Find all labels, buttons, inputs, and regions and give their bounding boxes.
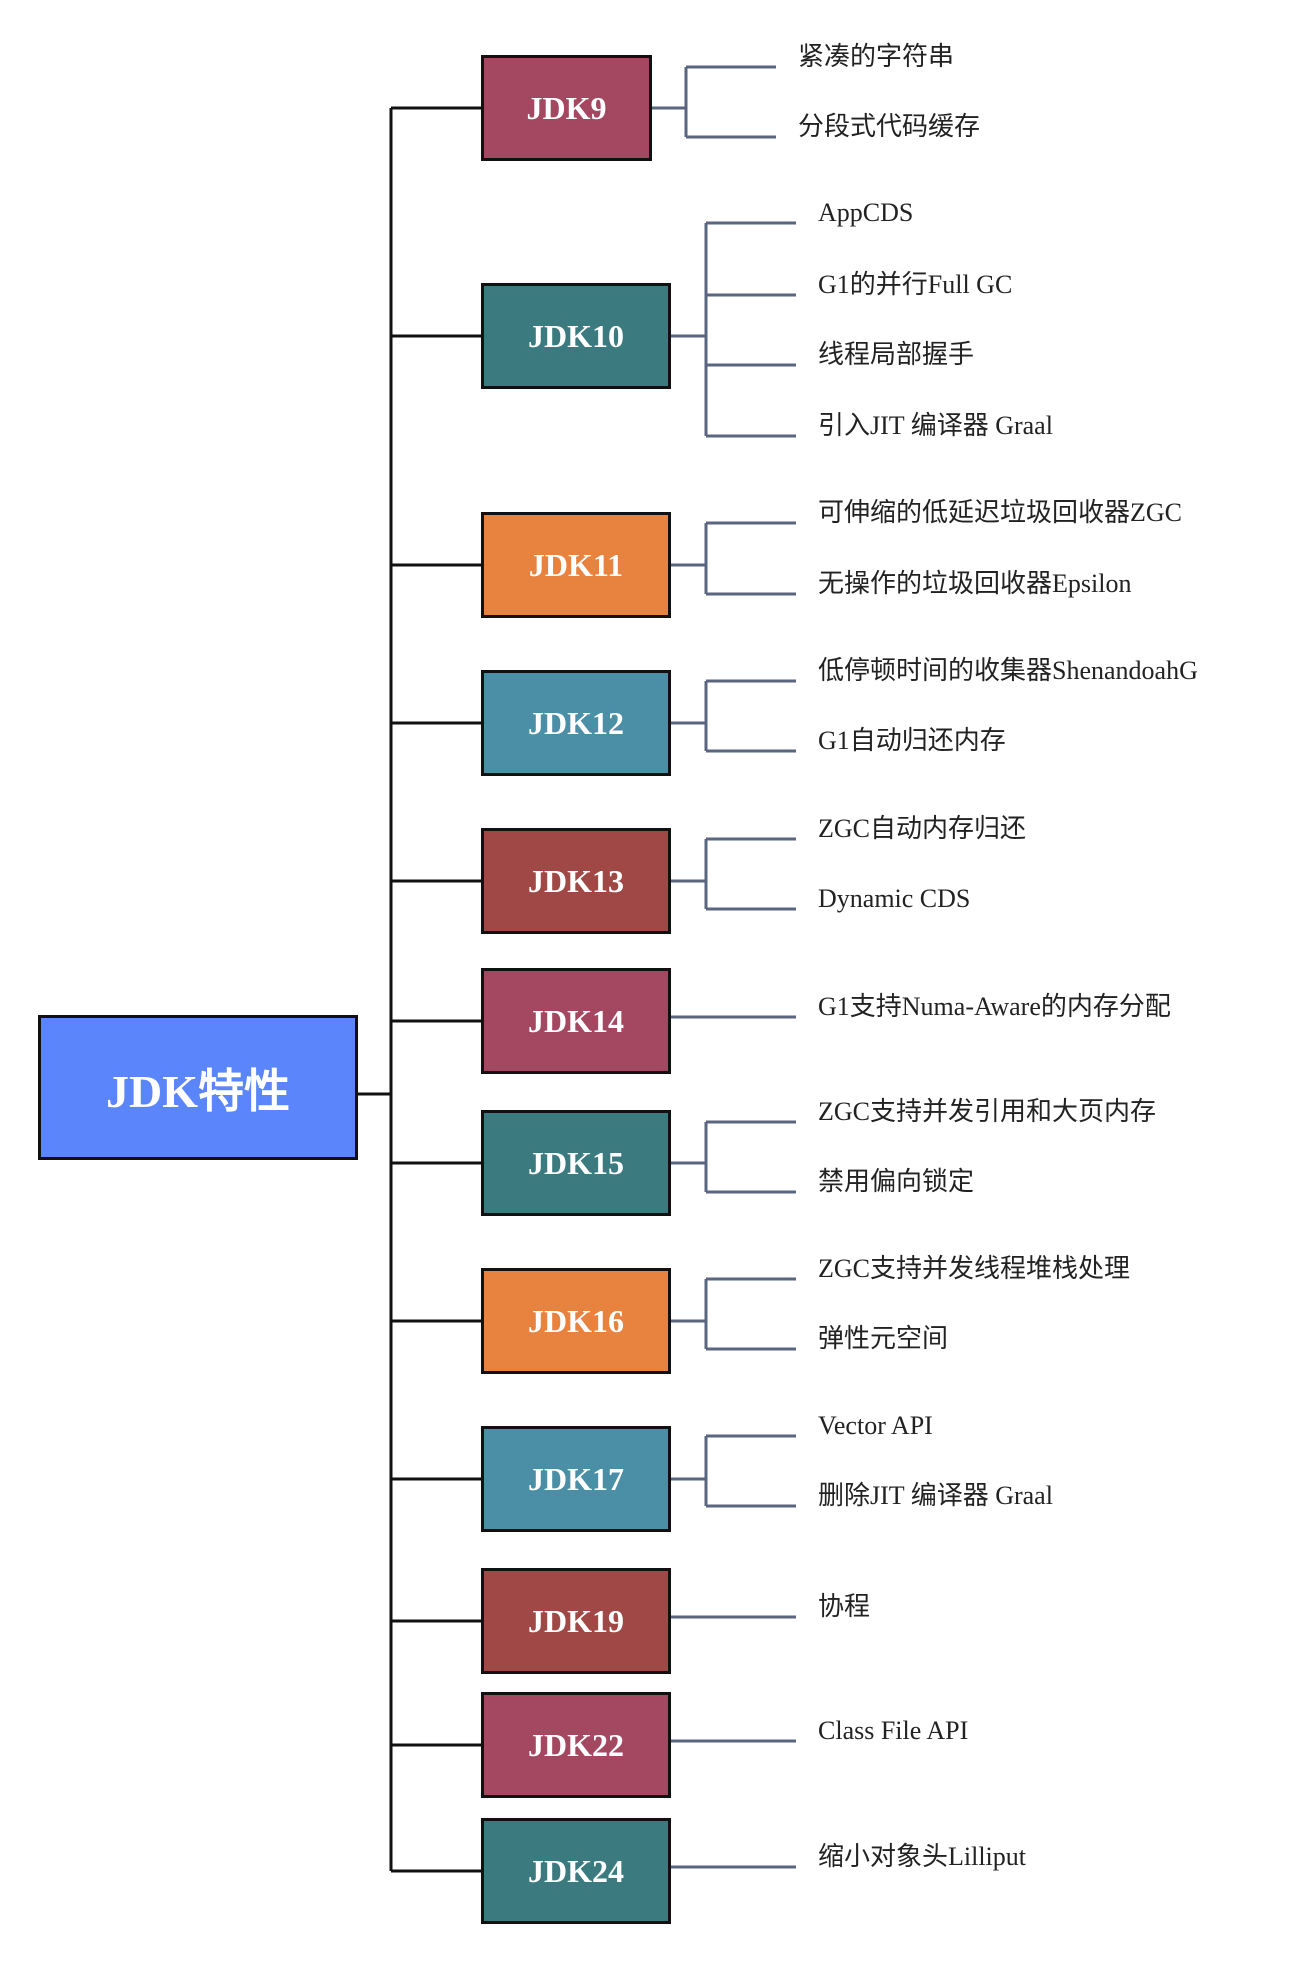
version-node: JDK12 <box>481 670 671 776</box>
feature-label: 分段式代码缓存 <box>798 112 981 141</box>
feature-label: 低停顿时间的收集器ShenandoahG <box>818 656 1198 685</box>
feature-label: 删除JIT 编译器 Graal <box>818 1481 1053 1510</box>
feature-label: 紧凑的字符串 <box>798 42 955 71</box>
feature-label: ZGC支持并发引用和大页内存 <box>818 1097 1157 1126</box>
version-label: JDK10 <box>528 317 624 354</box>
version-label: JDK16 <box>528 1302 624 1339</box>
version-label: JDK19 <box>528 1602 624 1639</box>
feature-label: 缩小对象头Lilliput <box>818 1842 1027 1871</box>
feature-label: Vector API <box>818 1411 933 1440</box>
version-label: JDK13 <box>528 862 624 899</box>
version-label: JDK17 <box>528 1460 624 1497</box>
root-node-label: JDK特性 <box>106 1065 290 1117</box>
version-node: JDK22 <box>481 1692 671 1798</box>
feature-label: 可伸缩的低延迟垃圾回收器ZGC <box>818 498 1183 527</box>
version-label: JDK24 <box>528 1852 624 1889</box>
version-node: JDK24 <box>481 1818 671 1924</box>
version-node: JDK10 <box>481 283 671 389</box>
version-node: JDK11 <box>481 512 671 618</box>
version-node: JDK19 <box>481 1568 671 1674</box>
version-node: JDK15 <box>481 1110 671 1216</box>
feature-label: G1的并行Full GC <box>818 270 1013 299</box>
feature-label: 弹性元空间 <box>818 1324 949 1353</box>
version-node: JDK13 <box>481 828 671 934</box>
version-label: JDK14 <box>528 1002 624 1039</box>
feature-label: AppCDS <box>818 198 914 227</box>
feature-label: 协程 <box>818 1592 871 1621</box>
version-label: JDK22 <box>528 1726 624 1763</box>
version-label: JDK9 <box>526 89 607 126</box>
feature-label: 禁用偏向锁定 <box>818 1167 975 1196</box>
version-node: JDK14 <box>481 968 671 1074</box>
feature-label: 线程局部握手 <box>818 340 975 369</box>
feature-label: G1支持Numa-Aware的内存分配 <box>818 992 1171 1021</box>
feature-label: ZGC支持并发线程堆栈处理 <box>818 1254 1131 1283</box>
root-node: JDK特性 <box>38 1015 358 1160</box>
feature-label: ZGC自动内存归还 <box>818 814 1027 843</box>
feature-label: 引入JIT 编译器 Graal <box>818 411 1053 440</box>
feature-label: Class File API <box>818 1716 969 1745</box>
version-label: JDK12 <box>528 704 624 741</box>
version-node: JDK9 <box>481 55 652 161</box>
feature-label: 无操作的垃圾回收器Epsilon <box>818 569 1132 598</box>
version-label: JDK15 <box>528 1144 624 1181</box>
version-node: JDK16 <box>481 1268 671 1374</box>
version-label: JDK11 <box>528 546 624 583</box>
feature-label: Dynamic CDS <box>818 884 971 913</box>
feature-label: G1自动归还内存 <box>818 726 1006 755</box>
version-node: JDK17 <box>481 1426 671 1532</box>
